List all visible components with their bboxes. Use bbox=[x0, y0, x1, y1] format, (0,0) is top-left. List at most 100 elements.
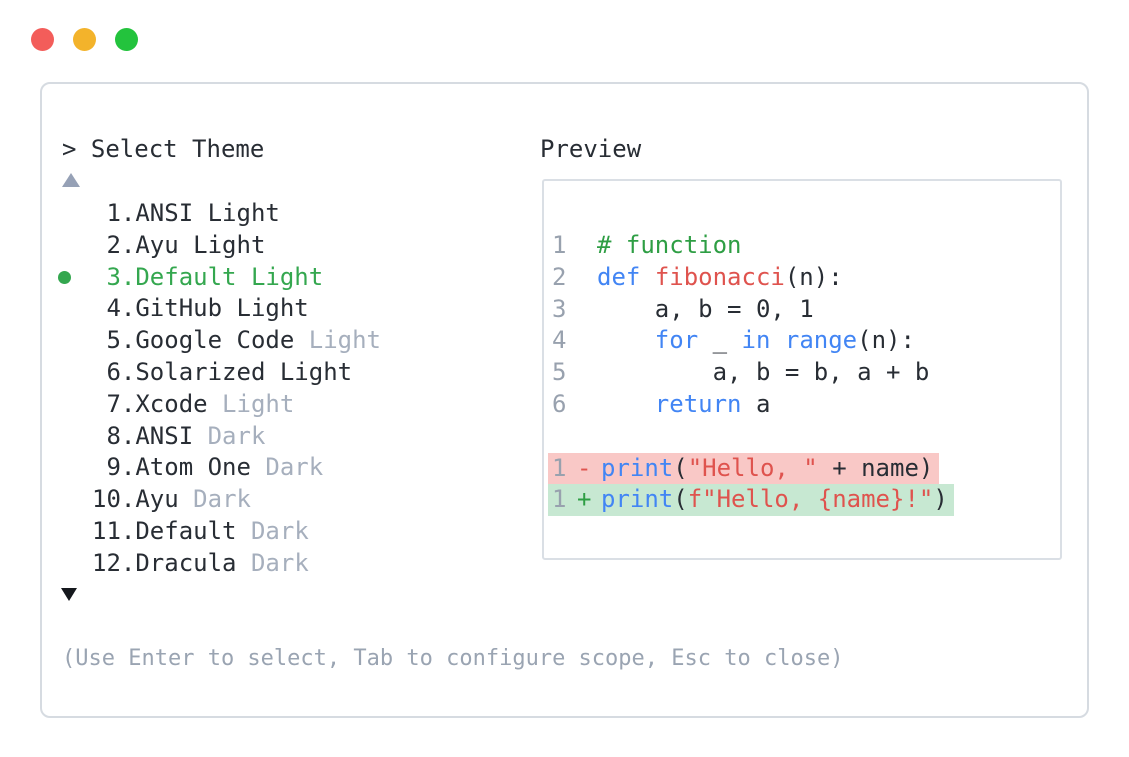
scroll-up-indicator-icon[interactable] bbox=[62, 173, 80, 187]
minimize-button[interactable] bbox=[73, 28, 96, 51]
item-suffix: Light bbox=[294, 326, 382, 355]
theme-list: 1.ANSI Light 2.Ayu Light 3.Default Light… bbox=[56, 198, 381, 580]
code-line: 1 # function bbox=[552, 230, 1054, 262]
code-line: 4 for _ in range(n): bbox=[552, 325, 1054, 357]
theme-list-item[interactable]: 6.Solarized Light bbox=[56, 357, 381, 389]
code-token-plain bbox=[597, 326, 655, 354]
item-suffix: Dark bbox=[236, 516, 309, 545]
item-label: Google Code bbox=[135, 326, 295, 355]
code-token-string: f"Hello, {name}!" bbox=[687, 485, 934, 514]
diff-minus-sign: - bbox=[577, 453, 592, 482]
item-label: Default bbox=[135, 516, 237, 545]
line-number: 1 bbox=[552, 485, 567, 514]
item-suffix: Dark bbox=[178, 485, 251, 514]
code-token-plain bbox=[770, 326, 784, 354]
item-number: 1. bbox=[92, 199, 136, 227]
theme-list-item[interactable]: 7.Xcode Light bbox=[56, 389, 381, 421]
line-number: 1 bbox=[552, 231, 567, 259]
code-token-plain: ( bbox=[673, 453, 688, 482]
theme-picker-panel: > Select Theme Preview 1.ANSI Light 2.Ay… bbox=[40, 82, 1089, 718]
code-token-plain: ( bbox=[673, 485, 688, 514]
item-suffix: Dark bbox=[250, 453, 324, 482]
line-number: 1 bbox=[552, 453, 567, 482]
scroll-down-indicator-icon[interactable] bbox=[61, 588, 77, 601]
item-label: Xcode bbox=[135, 389, 208, 418]
code-line: 6 return a bbox=[552, 389, 1054, 421]
code-token-keyword: range bbox=[784, 326, 858, 355]
code-line: 5 a, b = b, a + b bbox=[552, 357, 1054, 389]
code-token-plain: (n): bbox=[857, 326, 915, 355]
code-token-keyword: in bbox=[741, 326, 771, 355]
code-token-plain: ) bbox=[933, 485, 948, 514]
theme-list-item[interactable]: 4.GitHub Light bbox=[56, 293, 381, 325]
item-label: GitHub Light bbox=[135, 294, 309, 323]
zoom-button[interactable] bbox=[115, 28, 138, 51]
item-number: 7. bbox=[92, 389, 136, 418]
code-token-keyword: print bbox=[601, 453, 674, 482]
code-line: 3 a, b = 0, 1 bbox=[552, 294, 1054, 326]
theme-list-item[interactable]: 12.Dracula Dark bbox=[56, 548, 381, 580]
theme-list-item[interactable]: 9.Atom One Dark bbox=[56, 452, 381, 484]
code-token-plain bbox=[597, 390, 655, 418]
line-number: 4 bbox=[552, 326, 567, 355]
theme-list-item[interactable]: 11.Default Dark bbox=[56, 516, 381, 548]
diff-added-line: 1 + print(f"Hello, {name}!") bbox=[548, 484, 1054, 517]
line-number: 5 bbox=[552, 358, 567, 387]
item-number: 3. bbox=[92, 262, 136, 291]
item-suffix: Dark bbox=[193, 421, 266, 450]
theme-list-item[interactable]: 2.Ayu Light bbox=[56, 230, 381, 262]
code-token-string: "Hello, " bbox=[687, 453, 818, 482]
item-number: 8. bbox=[92, 421, 136, 450]
item-label: Dracula bbox=[135, 548, 237, 577]
item-suffix: Dark bbox=[236, 548, 309, 577]
theme-list-item[interactable]: 1.ANSI Light bbox=[56, 198, 381, 230]
item-number: 12. bbox=[92, 548, 136, 577]
code-token-function: fibonacci bbox=[654, 262, 785, 291]
item-label: ANSI bbox=[135, 421, 194, 450]
code-token-plain: _ bbox=[698, 326, 742, 355]
code-token-keyword: for bbox=[654, 326, 699, 355]
code-token-plain: (n): bbox=[784, 262, 843, 291]
diff-plus-sign: + bbox=[577, 485, 592, 514]
code-token-comment: # function bbox=[597, 231, 742, 259]
item-number: 10. bbox=[92, 485, 136, 514]
item-label: Atom One bbox=[135, 453, 251, 482]
item-label: Solarized Light bbox=[135, 357, 353, 386]
item-suffix: Light bbox=[207, 389, 295, 418]
line-number: 3 bbox=[552, 294, 567, 323]
preview-heading: Preview bbox=[540, 135, 642, 163]
theme-list-item[interactable]: 3.Default Light bbox=[56, 262, 381, 294]
item-label: ANSI Light bbox=[135, 199, 280, 227]
line-number: 6 bbox=[552, 389, 567, 418]
theme-list-item[interactable]: 5.Google Code Light bbox=[56, 325, 381, 357]
item-label: Ayu Light bbox=[135, 230, 266, 259]
diff-removed-line: 1-print("Hello, " + name) bbox=[548, 452, 1054, 485]
item-number: 4. bbox=[92, 294, 136, 323]
code-token-plain bbox=[640, 263, 654, 291]
code-token-plain: + name) bbox=[817, 453, 934, 482]
item-number: 9. bbox=[92, 453, 136, 482]
code-blank-line bbox=[552, 421, 1054, 453]
code-token-plain: a, b = b, a + b bbox=[597, 358, 930, 387]
code-token-keyword: return bbox=[654, 389, 742, 418]
code-line: 2 def fibonacci(n): bbox=[552, 262, 1054, 294]
item-number: 11. bbox=[92, 516, 136, 545]
item-number: 5. bbox=[92, 326, 136, 355]
item-label: Ayu bbox=[135, 485, 179, 514]
close-button[interactable] bbox=[31, 28, 54, 51]
item-number: 6. bbox=[92, 357, 136, 386]
code-token-plain: a bbox=[741, 389, 771, 418]
item-label: Default Light bbox=[135, 262, 324, 291]
line-number: 2 bbox=[552, 262, 567, 291]
select-theme-prompt: > Select Theme bbox=[62, 135, 265, 163]
window-controls bbox=[31, 28, 138, 51]
code-token-keyword: def bbox=[597, 262, 641, 291]
selected-bullet-icon bbox=[56, 270, 92, 284]
code-token-keyword: print bbox=[601, 485, 674, 514]
help-text: (Use Enter to select, Tab to configure s… bbox=[62, 646, 844, 671]
theme-list-item[interactable]: 8.ANSI Dark bbox=[56, 421, 381, 453]
code-token-plain: a, b = 0, 1 bbox=[597, 294, 814, 323]
theme-list-item[interactable]: 10.Ayu Dark bbox=[56, 484, 381, 516]
